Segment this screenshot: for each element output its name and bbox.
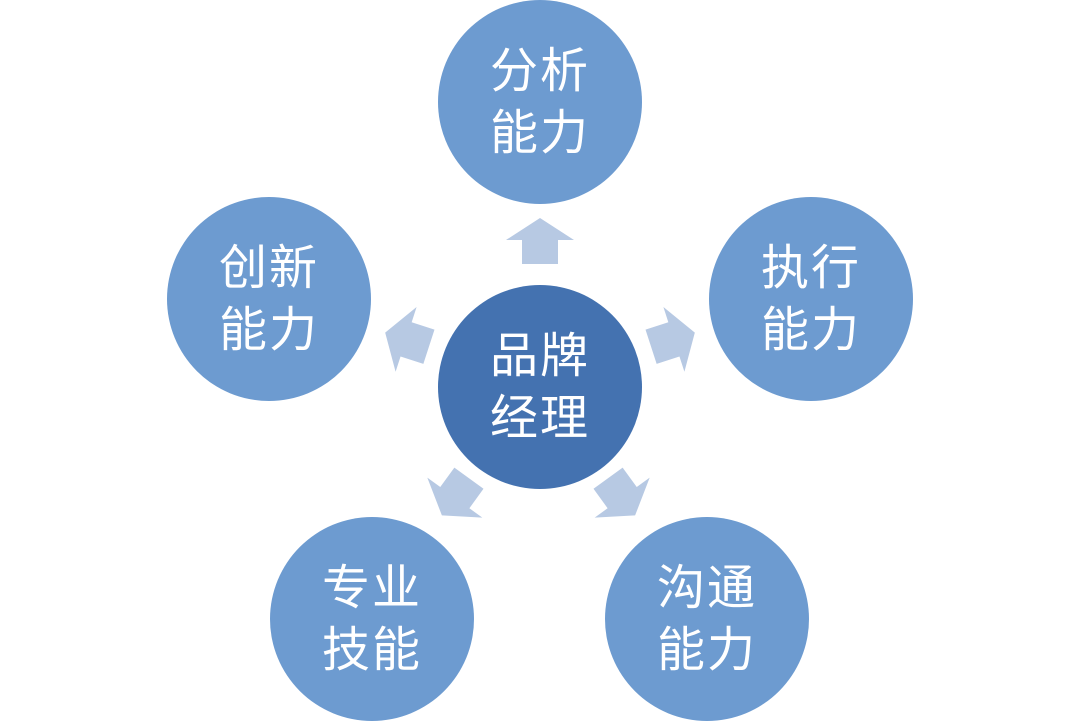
node-label-line1: 专业 — [321, 560, 422, 616]
node-label-line2: 能力 — [218, 302, 319, 358]
node-label-line1: 执行 — [760, 240, 861, 296]
node-label-line1: 沟通 — [656, 560, 757, 616]
node-label-line1: 分析 — [489, 43, 590, 99]
arrow-to-left — [385, 307, 435, 372]
node-label-line2: 能力 — [489, 105, 590, 161]
center-label-line1: 品牌 — [489, 328, 590, 384]
node-label-line2: 技能 — [321, 622, 422, 678]
node-brand-manager: 品牌 经理 — [438, 285, 642, 489]
node-label-line1: 创新 — [218, 240, 319, 296]
node-label-line2: 能力 — [656, 622, 757, 678]
arrow-to-top — [506, 218, 574, 264]
center-label-line2: 经理 — [489, 390, 590, 446]
node-innovation: 创新 能力 — [167, 197, 371, 401]
arrow-to-bottom-right — [593, 467, 650, 518]
arrow-to-bottom-left — [427, 467, 484, 518]
node-execution: 执行 能力 — [709, 197, 913, 401]
node-communication: 沟通 能力 — [605, 517, 809, 721]
node-analysis: 分析 能力 — [438, 0, 642, 204]
arrow-to-right — [645, 307, 695, 372]
node-label-line2: 能力 — [760, 302, 861, 358]
node-professional-skills: 专业 技能 — [270, 517, 474, 721]
